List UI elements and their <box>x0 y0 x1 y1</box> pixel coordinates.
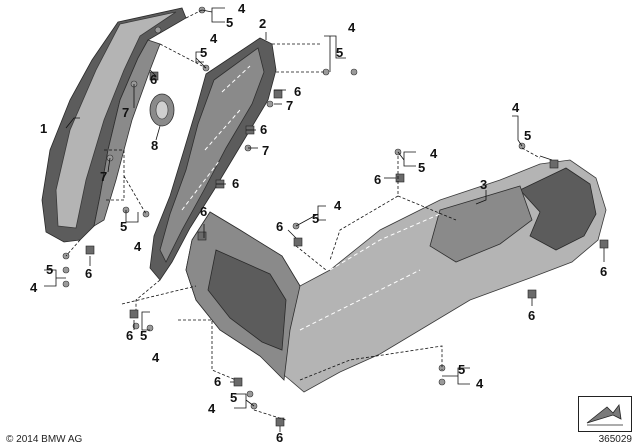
part-1-fairing-panel <box>41 7 187 243</box>
callout-5: 5 <box>200 45 207 60</box>
callout-5: 5 <box>226 15 233 30</box>
callout-5: 5 <box>140 328 147 343</box>
callout-2: 2 <box>259 16 266 31</box>
callout-6: 6 <box>200 204 207 219</box>
callout-7: 7 <box>286 98 293 113</box>
callout-4: 4 <box>430 146 438 161</box>
callout-6: 6 <box>600 264 607 279</box>
callout-6: 6 <box>374 172 381 187</box>
callout-7: 7 <box>100 169 107 184</box>
callout-6: 6 <box>528 308 535 323</box>
part-8-round-cover <box>149 93 175 127</box>
callout-6: 6 <box>214 374 221 389</box>
part-3-lower-fairing <box>185 159 607 393</box>
callout-6: 6 <box>126 328 133 343</box>
callout-5: 5 <box>230 390 237 405</box>
leader-lines <box>44 7 605 432</box>
callout-6: 6 <box>232 176 239 191</box>
callout-4: 4 <box>208 401 216 416</box>
callout-5: 5 <box>524 128 531 143</box>
assembly-lines <box>65 9 541 421</box>
callout-6: 6 <box>276 219 283 234</box>
callout-6: 6 <box>260 122 267 137</box>
callout-4: 4 <box>152 350 160 365</box>
callout-4: 4 <box>334 198 342 213</box>
callout-5: 5 <box>312 211 319 226</box>
callout-6: 6 <box>294 84 301 99</box>
callout-7: 7 <box>122 105 129 120</box>
callout-6: 6 <box>85 266 92 281</box>
callout-5: 5 <box>336 45 343 60</box>
callout-4: 4 <box>476 376 484 391</box>
callout-4: 4 <box>238 1 246 16</box>
part-2-inner-trim <box>149 37 277 281</box>
callout-labels: 1 2 3 8 4 5 4 5 6 7 4 5 6 7 6 7 6 7 5 4 … <box>30 1 607 445</box>
callout-4: 4 <box>512 100 520 115</box>
callout-4: 4 <box>348 20 356 35</box>
callout-5: 5 <box>458 362 465 377</box>
callout-4: 4 <box>134 239 142 254</box>
callout-7: 7 <box>262 143 269 158</box>
callout-5: 5 <box>418 160 425 175</box>
diagram-number: 365029 <box>598 434 632 445</box>
callout-5: 5 <box>120 219 127 234</box>
callout-4: 4 <box>210 31 218 46</box>
callout-8: 8 <box>151 138 158 153</box>
callout-3: 3 <box>480 177 487 192</box>
callout-1: 1 <box>40 121 47 136</box>
callout-6: 6 <box>150 72 157 87</box>
copyright-text: © 2014 BMW AG <box>6 434 83 445</box>
callout-6: 6 <box>276 430 283 445</box>
view-direction-arrow-icon <box>578 396 632 432</box>
callout-4: 4 <box>30 280 38 295</box>
callout-5: 5 <box>46 262 53 277</box>
